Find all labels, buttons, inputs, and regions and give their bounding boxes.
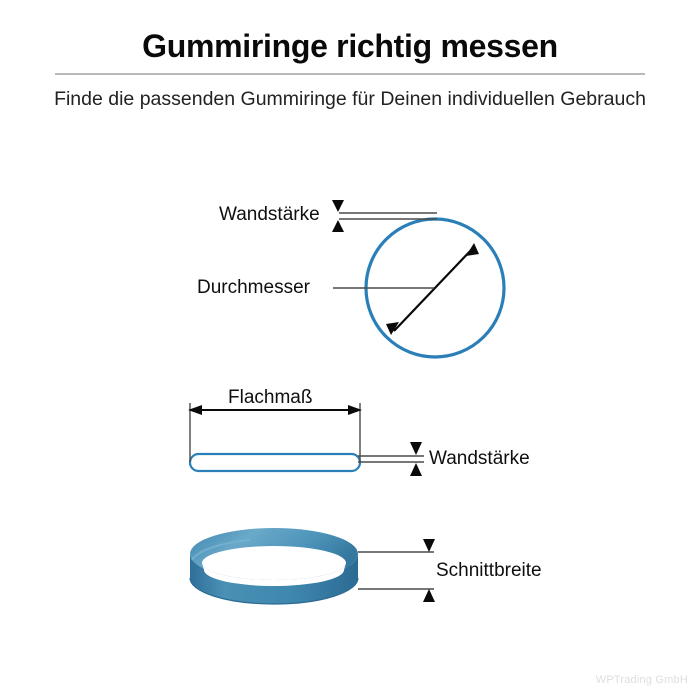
flat-band-shape <box>188 452 362 473</box>
title-divider <box>55 73 645 75</box>
ring-highlight <box>191 539 251 561</box>
diagram-flat-band <box>188 403 424 476</box>
flat-measure-arrow <box>188 405 362 415</box>
diameter-arrow <box>386 243 479 335</box>
ring-band-body <box>190 554 358 604</box>
ring-inner-lower-lip <box>202 563 346 586</box>
label-wandstaerke-2: Wandstärke <box>429 448 530 469</box>
diagram-cross-section-ring <box>332 200 506 359</box>
wall-thickness-leader-lines-2 <box>358 455 424 463</box>
ring-inner-hole <box>202 546 346 580</box>
wall-thickness-leader-lines-1 <box>339 212 437 220</box>
diagram-3d-ring <box>189 528 435 605</box>
label-schnittbreite: Schnittbreite <box>436 560 542 581</box>
label-durchmesser: Durchmesser <box>197 277 310 298</box>
page-title: Gummiringe richtig messen <box>142 28 558 64</box>
wall-thickness-arrowheads-2 <box>410 442 422 476</box>
label-wandstaerke-1: Wandstärke <box>219 204 320 225</box>
page-subtitle: Finde die passenden Gummiringe für Deine… <box>54 88 646 110</box>
watermark: WPTrading GmbH <box>595 674 688 686</box>
wall-thickness-arrowheads-1 <box>332 200 344 232</box>
label-flachmass: Flachmaß <box>228 387 313 408</box>
cut-width-arrowheads <box>423 539 435 602</box>
ring-bottom-edge <box>189 577 359 605</box>
